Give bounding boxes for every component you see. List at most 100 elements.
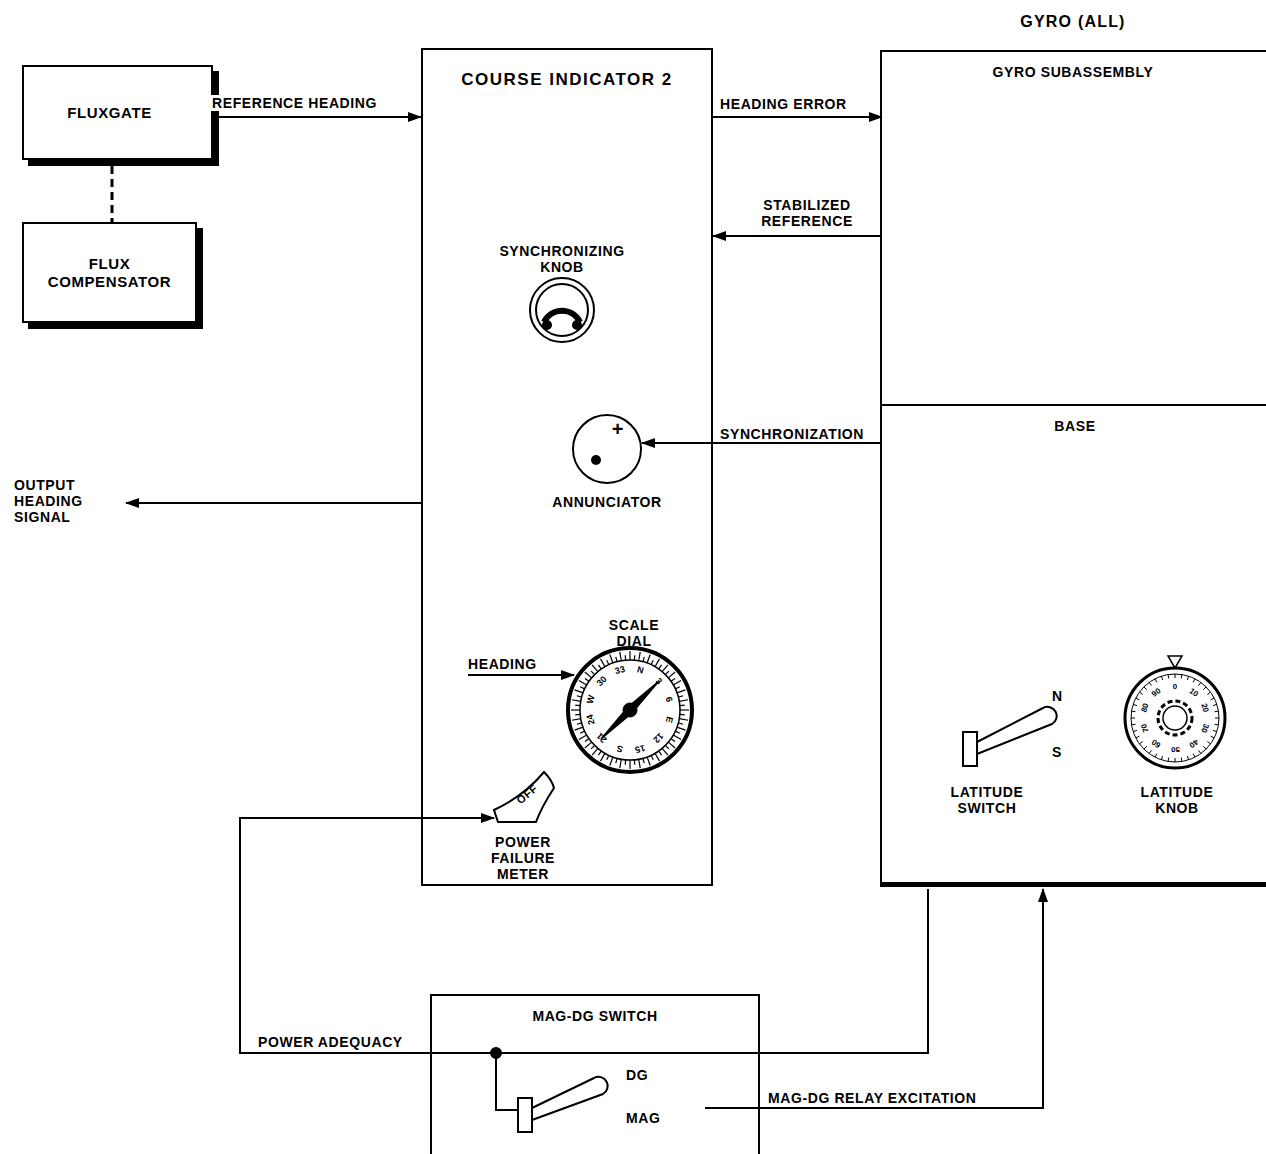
tick <box>1131 718 1135 719</box>
tick <box>607 660 609 665</box>
tick <box>678 723 683 724</box>
part-label: N <box>636 665 645 677</box>
connector <box>705 889 1043 1108</box>
tick <box>634 760 636 765</box>
part-label: 50 <box>1171 744 1180 754</box>
part-label: 0 <box>1173 682 1177 692</box>
tick <box>601 659 606 667</box>
part-label: SCALE DIAL <box>599 617 669 649</box>
tick <box>1199 682 1201 685</box>
part-label: W <box>585 694 598 705</box>
tick <box>620 759 622 768</box>
tick <box>651 755 653 760</box>
tick <box>668 672 675 678</box>
tick <box>1207 742 1210 744</box>
tick <box>677 690 685 693</box>
tick <box>598 665 601 669</box>
part-label: 30 <box>594 674 609 689</box>
tick <box>1139 692 1142 694</box>
part-label: 6 <box>663 695 675 703</box>
part-label: 15 <box>634 742 647 755</box>
tick <box>585 672 592 678</box>
node-box: COURSE INDICATOR 2+ANNUNCIATOROFFPOWER F… <box>421 48 713 886</box>
part-label: 12 <box>651 730 666 745</box>
part-label: 10 <box>1187 686 1200 699</box>
tick <box>620 652 622 661</box>
tick <box>677 727 685 730</box>
tick <box>639 759 641 768</box>
tick <box>671 739 675 742</box>
tick <box>1175 758 1176 762</box>
tick <box>1203 687 1206 690</box>
tick <box>591 671 595 675</box>
tick <box>1215 718 1219 719</box>
node-text: BASE <box>882 418 1266 434</box>
tick <box>673 681 681 686</box>
heading-arrow <box>468 674 574 676</box>
tick <box>675 731 680 733</box>
tick <box>665 671 669 675</box>
node-box: FLUX COMPENSATOR <box>22 222 197 323</box>
tick <box>607 755 609 760</box>
tick <box>680 714 685 716</box>
tick <box>1155 754 1157 758</box>
tick <box>625 760 627 765</box>
signal-label: SYNCHRONIZATION <box>718 426 866 442</box>
tick <box>647 757 650 765</box>
part-label: 60 <box>1150 736 1163 749</box>
tick <box>675 687 680 689</box>
signal-label: HEADING ERROR <box>718 96 849 112</box>
tick <box>1211 736 1215 738</box>
tick <box>655 753 660 761</box>
tick <box>1149 750 1151 753</box>
tick <box>579 681 587 686</box>
tick <box>1213 704 1217 705</box>
tick <box>662 748 668 755</box>
tick <box>1144 687 1147 690</box>
part-label: E <box>663 716 675 725</box>
tick <box>1168 675 1170 679</box>
tick <box>1132 724 1136 726</box>
latitude-knob <box>1125 656 1225 768</box>
latitude-switch <box>963 707 1057 766</box>
connector <box>111 166 114 222</box>
signal-label: STABILIZED REFERENCE <box>750 197 864 229</box>
connector <box>219 116 421 118</box>
node-box: OFFPOWER FAILURE METER <box>490 770 556 824</box>
tick <box>662 665 668 672</box>
tick <box>679 719 688 721</box>
part-label: 24 <box>585 714 598 727</box>
tick <box>575 727 583 730</box>
tick <box>629 651 630 660</box>
tick <box>577 723 582 724</box>
tick <box>1187 676 1188 680</box>
node-text: POWER FAILURE METER <box>478 834 568 882</box>
tick <box>575 690 583 693</box>
tick <box>665 745 669 749</box>
tick <box>1155 679 1157 683</box>
tick <box>668 742 675 748</box>
tick <box>1187 756 1188 760</box>
tick <box>616 657 617 662</box>
tick <box>625 655 627 660</box>
tick <box>1136 736 1140 738</box>
tick <box>601 753 606 761</box>
tick <box>671 678 675 681</box>
annunciator-dot <box>591 455 601 465</box>
node-text: GYRO (ALL) <box>880 12 1266 31</box>
tick <box>571 709 580 710</box>
part-label: SYNCHRONIZING KNOB <box>492 243 632 275</box>
tick <box>643 758 644 763</box>
node-box: GYRO SUBASSEMBLY <box>882 52 1266 406</box>
part-label: N <box>1052 688 1063 704</box>
node-box: +ANNUNCIATOR <box>572 414 642 484</box>
tick <box>1193 754 1195 758</box>
part-label: 30 <box>1198 722 1210 734</box>
part-label: 80 <box>1139 703 1151 715</box>
part-label: 20 <box>1198 703 1210 715</box>
tick <box>1133 704 1137 705</box>
tick <box>651 660 653 665</box>
tick <box>1161 676 1162 680</box>
connector <box>713 116 882 118</box>
